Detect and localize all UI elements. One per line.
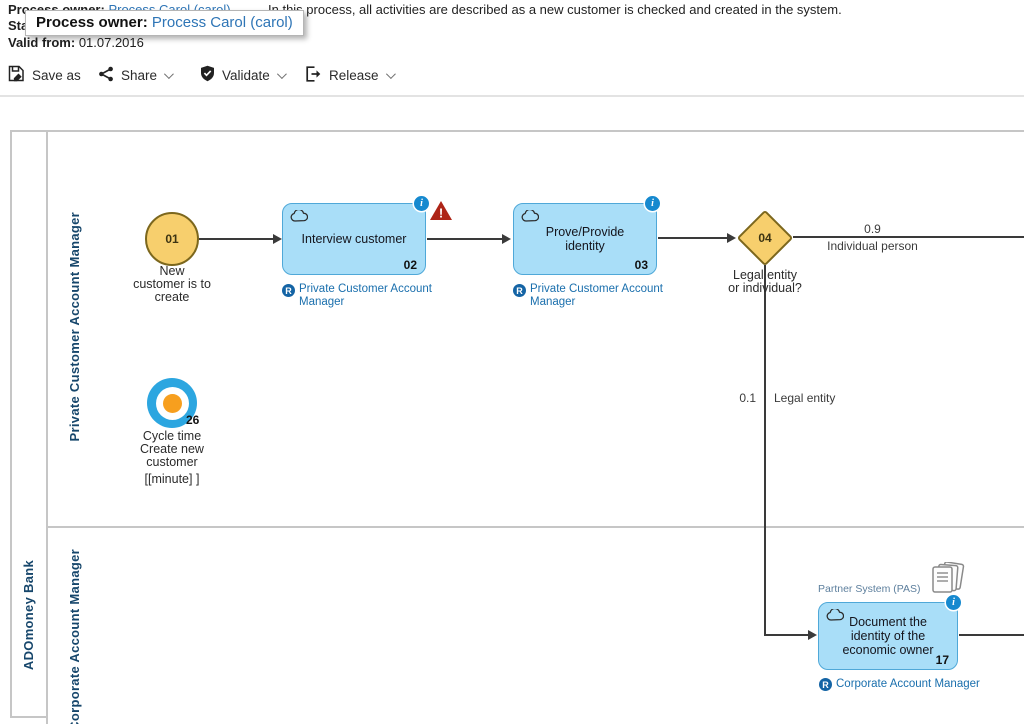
validate-shield-icon [200,65,215,85]
lane-private-customer-account-manager[interactable]: Private Customer Account Manager [56,130,92,524]
release-icon [305,65,322,85]
gateway-number: 04 [758,231,772,245]
cycle-time-unit: [[minute] ] [144,472,200,486]
start-event[interactable]: 01 [145,212,199,266]
tooltip-label: Process owner: [36,14,148,31]
lane-corporate-account-manager[interactable]: Corporate Account Manager [56,527,92,724]
task-role: Private Customer Account Manager [299,283,432,308]
valid-from-label: Valid from: [8,35,76,50]
save-as-icon [8,65,25,85]
sequence-flow[interactable] [959,634,1024,636]
lane-label: Private Customer Account Manager [66,212,82,442]
chevron-down-icon [163,68,174,79]
pool-adomoney-bank[interactable]: ADOmoney Bank [11,515,46,715]
pool-top-border [10,130,1024,132]
gateway-label: Legal entity or individual? [728,268,802,295]
sequence-flow[interactable] [658,237,729,239]
task-number: 17 [935,653,949,667]
sequence-flow-legal-entity[interactable] [764,634,810,636]
cycle-time-indicator[interactable] [147,378,197,428]
documents-icon [930,561,966,601]
flow-probability: 0.9 [864,222,881,236]
share-button[interactable]: Share [98,62,174,88]
info-icon[interactable]: i [946,595,961,610]
release-button[interactable]: Release [305,62,396,88]
bullseye-ring [155,386,189,420]
valid-from-row: Valid from: 01.07.2016 [8,35,144,50]
task-interview-customer[interactable]: Interview customer 02 i [282,196,429,275]
validate-button[interactable]: Validate [200,62,287,88]
arrowhead-icon [808,630,817,640]
arrowhead-icon [727,233,736,243]
validate-label: Validate [222,67,270,83]
task-label: Interview customer [301,232,407,246]
cloud-icon [290,208,309,227]
pool-label: ADOmoney Bank [21,559,36,671]
sequence-flow-legal-entity[interactable] [764,265,766,636]
role-icon: R [819,678,832,691]
info-icon[interactable]: i [645,196,660,211]
save-as-button[interactable]: Save as [8,62,81,88]
task-label: Prove/Provide identity [545,225,625,253]
arrowhead-icon [502,234,511,244]
cycle-time-number: 26 [186,413,200,427]
pool-left-border [10,130,12,718]
flow-condition-label: Legal entity [774,391,836,405]
task-role: Corporate Account Manager [836,678,980,690]
start-event-number: 01 [165,232,179,246]
release-label: Release [329,67,379,83]
share-icon [98,66,114,85]
cycle-time-label: Cycle time Create new customer [140,429,204,469]
lane-label: Corporate Account Manager [66,549,82,724]
toolbar-divider [0,95,1024,97]
start-event-label: New customer is to create [133,264,211,304]
valid-from-value: 01.07.2016 [78,35,144,50]
info-icon[interactable]: i [414,196,429,211]
role-icon: R [282,284,295,297]
tooltip-value: Process Carol (carol) [151,14,293,31]
process-owner-tooltip: Process owner: Process Carol (carol) [25,10,304,36]
save-as-label: Save as [32,67,81,83]
chevron-down-icon [385,68,396,79]
cloud-icon [826,607,845,626]
task-number: 02 [403,258,417,272]
task-prove-provide-identity[interactable]: Prove/Provide identity 03 i [513,196,660,275]
toolbar: Save as Share Validate Release [0,62,1024,90]
bullseye-dot [162,393,182,413]
flow-condition-label: Individual person [827,239,918,253]
svg-text:!: ! [439,206,443,221]
process-description: In this process, all activities are desc… [268,2,842,17]
chevron-down-icon [276,68,287,79]
sequence-flow-individual-person[interactable] [793,236,1024,238]
gateway-legal-entity-or-individual[interactable]: 04 [736,209,794,267]
pool-lane-divider [46,130,48,724]
validation-warning-icon[interactable]: ! [429,200,453,226]
share-label: Share [121,67,158,83]
task-document-identity-economic-owner[interactable]: Document the identity of the economic ow… [818,595,961,670]
role-icon: R [513,284,526,297]
task-role: Private Customer Account Manager [530,283,663,308]
sequence-flow[interactable] [199,238,276,240]
pool-bottom-border [10,716,48,718]
task-number: 03 [634,258,648,272]
arrowhead-icon [273,234,282,244]
lane-divider [46,526,1024,528]
sequence-flow[interactable] [427,238,504,240]
flow-probability: 0.1 [739,391,756,405]
task-label: Document the identity of the economic ow… [842,615,934,657]
cloud-icon [521,208,540,227]
system-label: Partner System (PAS) [818,583,921,595]
